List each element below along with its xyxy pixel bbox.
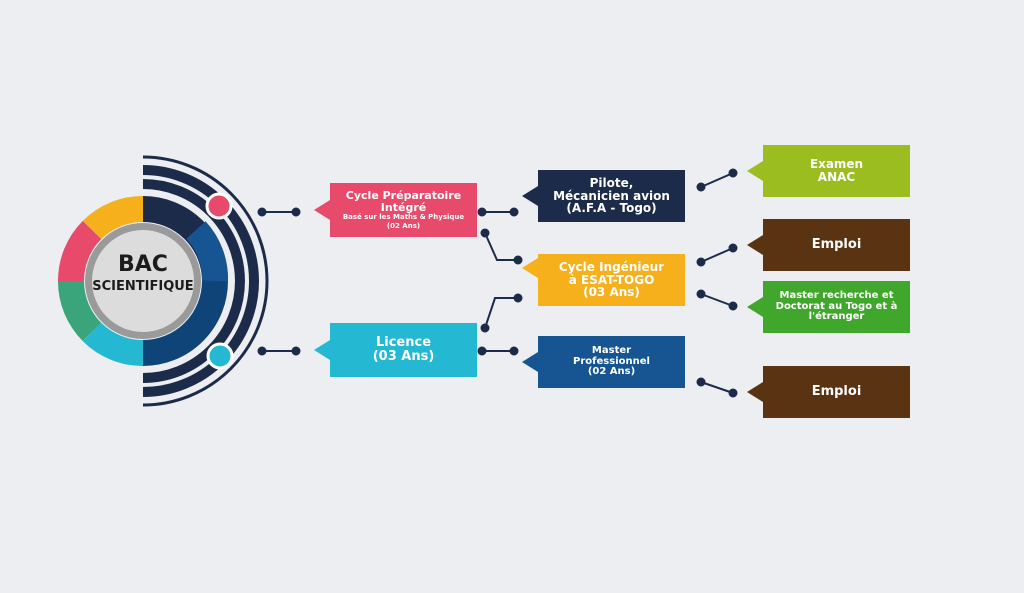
licence-title: Licence [375,335,432,351]
connector-dot [480,228,490,238]
cycle-preparatoire-duration: (02 Ans) [386,221,421,230]
examen-anac-box: Examen ANAC [747,145,910,197]
connector-dot [696,182,706,192]
emploi-label-1: Emploi [811,237,862,253]
connector-dot [513,293,523,303]
center-subtitle: SCIENTIFIQUE [92,279,194,294]
outer-arc-inner [142,179,245,383]
pink-dot [205,192,233,220]
connector-dot [696,377,706,387]
master-pro-line2: Professionnel [573,355,650,367]
ring-segment-yellow [82,195,144,240]
connector-dot [513,255,523,265]
ring-segment-blue-bottom [142,280,228,366]
cycle-preparatoire-title: Cycle Préparatoire Intégré [345,189,462,214]
cycle-ingenieur-line3: (03 Ans) [583,285,640,300]
cycle-preparatoire-box: Cycle Préparatoire Intégré Basé sur les … [314,183,477,237]
connector-dot [696,257,706,267]
outer-arc-large [142,155,269,407]
emploi-box-2: Emploi [747,366,910,418]
connector-dot [509,207,519,217]
cycle-preparatoire-subtitle: Basé sur les Maths & Physique [342,213,465,222]
connector-dot [480,323,490,333]
connector-dot [477,207,487,217]
master-pro-line1: Master [591,345,632,357]
connector-dot [728,388,738,398]
center-label: BAC SCIENTIFIQUE [86,252,200,295]
cycle-ingenieur-box: Cycle Ingénieur à ESAT-TOGO (03 Ans) [522,254,685,306]
ring-segment-green [57,280,102,342]
cyan-dot [206,342,234,370]
master-pro-line3: (02 Ans) [587,366,636,378]
pilote-line2: Mécanicien avion [553,188,670,203]
pilote-line3: (A.F.A - Togo) [566,201,657,216]
examen-anac-line2: ANAC [817,170,856,184]
licence-box: Licence (03 Ans) [314,323,477,377]
connector-dot [291,346,301,356]
master-pro-box: Master Professionnel (02 Ans) [522,336,685,388]
connector-dot [477,346,487,356]
emploi-box-1: Emploi [747,219,910,271]
connector-dot [728,301,738,311]
ring-segment-cyan [82,322,144,367]
connector-dot [696,289,706,299]
center-title: BAC [118,252,168,277]
connector-dot [257,346,267,356]
connector-dot [291,207,301,217]
ring-segment-pink [57,220,102,282]
connector-dot [257,207,267,217]
pilote-box: Pilote, Mécanicien avion (A.F.A - Togo) [522,170,685,222]
licence-duration: (03 Ans) [372,349,435,364]
master-recherche-line3: l'étranger [808,311,865,323]
cycle-ingenieur-line1: Cycle Ingénieur [558,260,665,275]
connector-dot [509,346,519,356]
master-recherche-box: Master recherche et Doctorat au Togo et … [747,281,910,333]
outer-arc-mid [142,165,259,397]
master-recherche-line2: Doctorat au Togo et à [775,300,898,312]
connector-dot [728,168,738,178]
connector-dot [728,243,738,253]
pilote-line1: Pilote, [589,176,634,191]
ring-segment-blue-mid [186,221,228,282]
emploi-label-2: Emploi [811,384,862,400]
examen-anac-line1: Examen [809,157,864,172]
cycle-ingenieur-line2: à ESAT-TOGO [568,272,655,287]
master-recherche-line1: Master recherche et [779,290,894,302]
center-disc [92,230,194,332]
